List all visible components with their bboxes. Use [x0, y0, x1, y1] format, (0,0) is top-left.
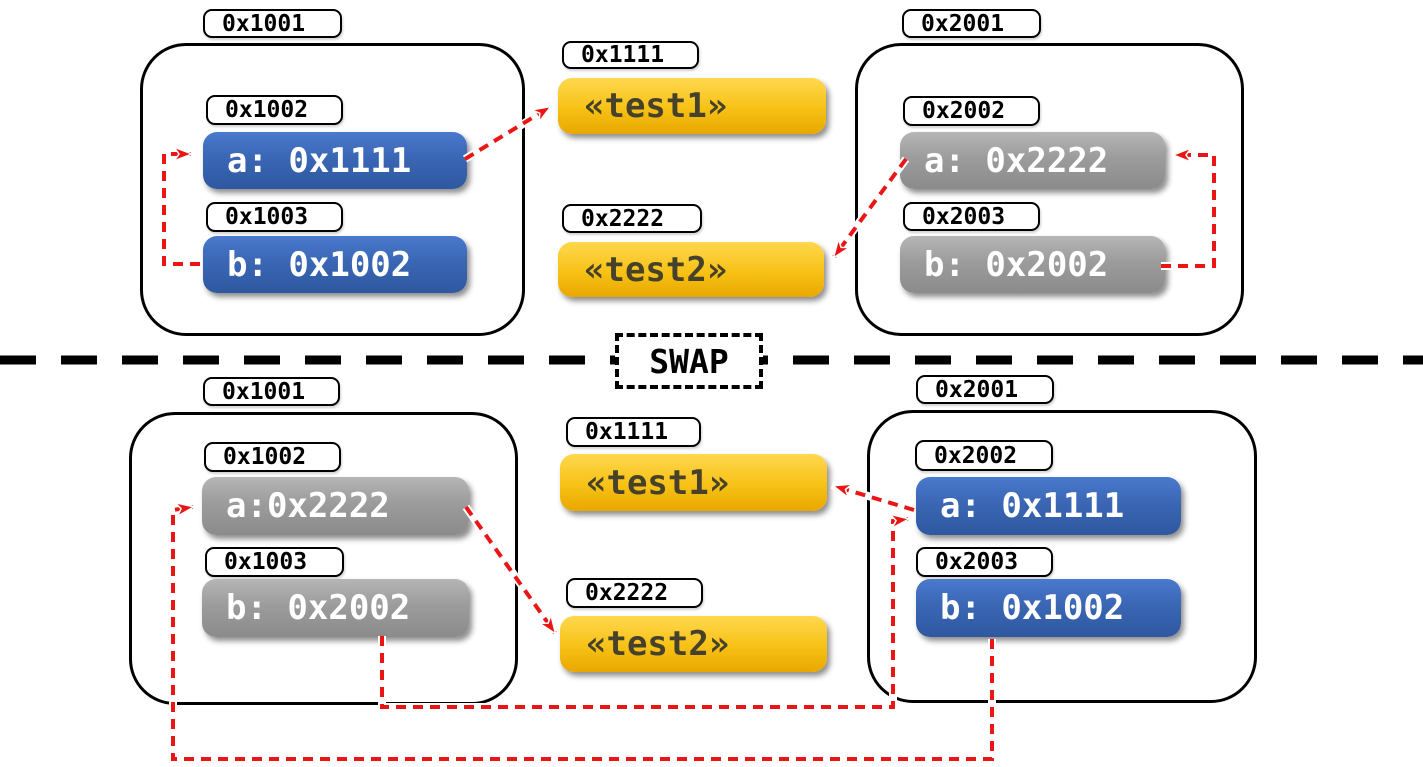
- swap-label: SWAP: [649, 341, 729, 381]
- address-text: 0x1002: [225, 97, 309, 123]
- address-text: 0x2002: [922, 98, 1006, 124]
- variable-text: a:0x2222: [226, 486, 390, 526]
- variable-text: b: 0x1002: [227, 244, 412, 285]
- address-text: 0x2002: [934, 442, 1018, 469]
- address-text: 0x2222: [585, 580, 669, 606]
- swap-label-box: SWAP: [615, 333, 763, 389]
- address-text: 0x2003: [935, 549, 1019, 575]
- var-address-tag: 0x1002: [206, 95, 343, 125]
- heap-object-test2: «test2»: [558, 242, 824, 297]
- heap-address-tag: 0x1111: [562, 41, 699, 69]
- address-text: 0x2001: [921, 10, 1005, 37]
- address-text: 0x1002: [223, 444, 307, 470]
- variable-box-a: a: 0x2222: [900, 132, 1165, 189]
- heap-object-test1: «test1»: [558, 78, 826, 134]
- address-text: 0x1001: [222, 378, 306, 405]
- var-address-tag: 0x2003: [903, 202, 1040, 231]
- address-text: 0x2001: [935, 376, 1019, 403]
- variable-box-a: a: 0x1111: [203, 132, 467, 189]
- heap-address-tag: 0x2222: [562, 204, 702, 233]
- variable-text: b: 0x2002: [924, 244, 1109, 285]
- heap-text: «test2»: [586, 624, 730, 664]
- address-text: 0x1111: [585, 419, 669, 445]
- variable-box-b: b: 0x1002: [203, 236, 467, 293]
- heap-object-test1: «test1»: [560, 454, 827, 511]
- frame-address-tag: 0x1001: [203, 9, 342, 38]
- var-address-tag: 0x1002: [204, 442, 341, 472]
- heap-address-tag: 0x2222: [566, 578, 703, 608]
- var-address-tag: 0x2003: [916, 547, 1053, 577]
- variable-box-b: b: 0x2002: [202, 579, 469, 637]
- frame-address-tag: 0x2001: [916, 375, 1054, 404]
- address-text: 0x1003: [224, 549, 308, 575]
- address-text: 0x2222: [581, 205, 665, 232]
- variable-text: b: 0x1002: [940, 588, 1125, 628]
- address-text: 0x1003: [225, 204, 309, 230]
- var-address-tag: 0x2002: [903, 96, 1040, 126]
- variable-text: a: 0x2222: [924, 140, 1109, 181]
- heap-text: «test2»: [584, 249, 728, 290]
- variable-box-a: a:0x2222: [202, 477, 469, 535]
- variable-text: a: 0x1111: [940, 486, 1125, 526]
- address-text: 0x2003: [922, 203, 1006, 230]
- var-address-tag: 0x1003: [206, 202, 343, 232]
- variable-box-a: a: 0x1111: [916, 477, 1181, 535]
- heap-object-test2: «test2»: [560, 616, 827, 672]
- address-text: 0x1111: [581, 42, 665, 68]
- address-text: 0x1001: [222, 10, 306, 37]
- var-address-tag: 0x1003: [205, 547, 344, 577]
- variable-text: b: 0x2002: [226, 588, 411, 628]
- frame-address-tag: 0x2001: [902, 9, 1041, 38]
- heap-text: «test1»: [584, 86, 728, 126]
- frame-address-tag: 0x1001: [203, 377, 340, 406]
- var-address-tag: 0x2002: [915, 440, 1053, 471]
- heap-text: «test1»: [586, 462, 730, 503]
- heap-address-tag: 0x1111: [566, 417, 701, 447]
- variable-text: a: 0x1111: [227, 140, 412, 181]
- variable-box-b: b: 0x1002: [916, 579, 1181, 637]
- variable-box-b: b: 0x2002: [900, 236, 1165, 293]
